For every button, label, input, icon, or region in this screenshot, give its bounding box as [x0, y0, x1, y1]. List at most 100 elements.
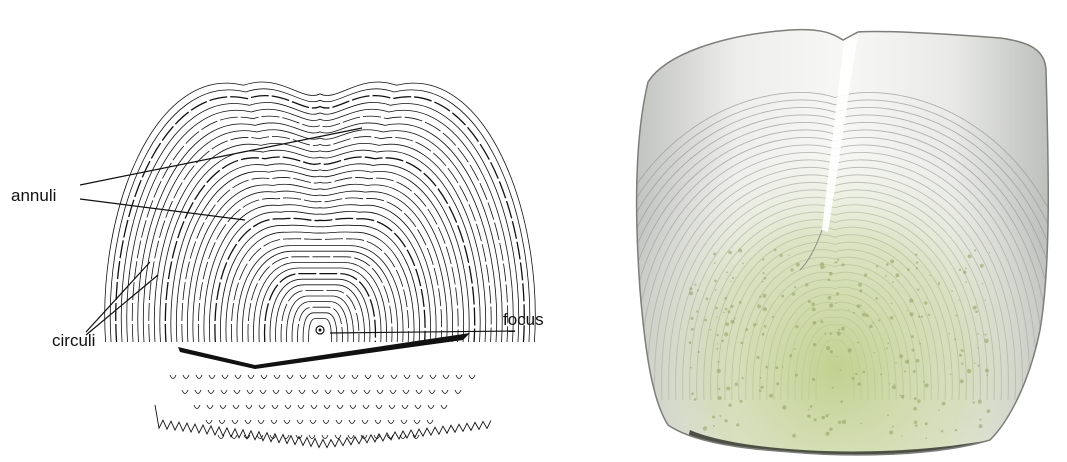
speckle — [837, 259, 839, 261]
spine — [417, 375, 423, 379]
speckle — [885, 275, 887, 277]
spine — [376, 405, 382, 409]
speckle — [715, 307, 718, 310]
circulus-ring — [287, 296, 354, 342]
spine — [337, 405, 343, 409]
speckle — [963, 271, 966, 274]
speckle — [857, 382, 860, 385]
speckle — [794, 348, 796, 350]
speckle — [712, 415, 715, 418]
speckle — [913, 407, 917, 411]
speckle — [826, 432, 830, 436]
speckle — [840, 400, 843, 403]
speckle — [724, 297, 727, 300]
speckle — [730, 320, 734, 324]
speckle — [790, 268, 793, 271]
spine — [339, 375, 345, 379]
circulus-ring — [182, 177, 458, 342]
spine — [348, 435, 354, 439]
speckle — [762, 272, 764, 274]
speckle — [959, 269, 961, 271]
speckle — [812, 321, 816, 325]
speckle — [730, 281, 731, 282]
speckle — [724, 332, 728, 336]
speckle — [829, 303, 833, 307]
speckle — [864, 273, 867, 276]
speckle — [901, 435, 902, 436]
spine — [352, 375, 358, 379]
circulus-ring — [160, 150, 480, 342]
speckle — [980, 264, 984, 268]
speckle — [954, 338, 956, 340]
speckle — [924, 301, 927, 304]
speckle — [860, 423, 861, 424]
spine — [219, 420, 225, 424]
speckle — [977, 347, 978, 348]
speckle — [821, 416, 825, 420]
speckle — [690, 367, 692, 369]
circulus-ring — [176, 171, 463, 342]
speckle — [756, 323, 757, 324]
speckle — [764, 277, 767, 280]
spine — [402, 405, 408, 409]
speckle — [892, 426, 894, 428]
speckle — [738, 249, 742, 253]
spine — [335, 435, 341, 439]
spine — [182, 390, 188, 394]
speckle — [762, 333, 765, 336]
speckle — [835, 261, 837, 263]
speckle — [824, 332, 826, 334]
speckle — [912, 349, 915, 352]
spine — [390, 390, 396, 394]
spine — [170, 375, 176, 379]
speckle — [892, 385, 896, 389]
annuli-label: annuli — [11, 186, 56, 205]
speckle — [716, 348, 718, 350]
speckle — [941, 430, 943, 432]
speckle — [739, 400, 742, 403]
speckle — [842, 263, 845, 266]
speckle — [985, 369, 989, 373]
spine — [221, 390, 227, 394]
focus-dot — [319, 329, 322, 332]
spine — [272, 405, 278, 409]
speckle — [857, 342, 859, 344]
spine — [351, 390, 357, 394]
spine — [298, 405, 304, 409]
speckle — [978, 400, 982, 404]
speckle — [962, 350, 964, 352]
spine — [222, 375, 228, 379]
speckle — [894, 384, 895, 385]
circulus-ring — [132, 116, 507, 342]
spine — [258, 420, 264, 424]
speckle — [795, 374, 798, 377]
circulus-ring — [215, 218, 425, 342]
spine — [324, 405, 330, 409]
speckle — [907, 268, 910, 271]
speckle — [916, 359, 920, 363]
speckle — [967, 369, 971, 373]
speckle — [719, 415, 721, 417]
speckle — [830, 333, 832, 335]
speckle — [710, 329, 712, 331]
speckle — [959, 354, 962, 357]
spine — [310, 420, 316, 424]
speckle — [723, 312, 725, 314]
speckle — [974, 249, 976, 251]
speckle — [836, 302, 837, 303]
speckle — [760, 386, 763, 389]
speckle — [913, 370, 916, 373]
speckle — [838, 329, 840, 331]
spine — [414, 420, 420, 424]
speckle — [955, 314, 957, 316]
speckle — [973, 306, 977, 310]
speckle — [860, 305, 862, 307]
speckle — [796, 263, 800, 267]
speckle — [892, 281, 894, 283]
spine — [364, 390, 370, 394]
speckle — [852, 377, 855, 380]
speckle — [713, 253, 716, 256]
speckle — [887, 414, 889, 416]
speckle — [842, 420, 846, 424]
